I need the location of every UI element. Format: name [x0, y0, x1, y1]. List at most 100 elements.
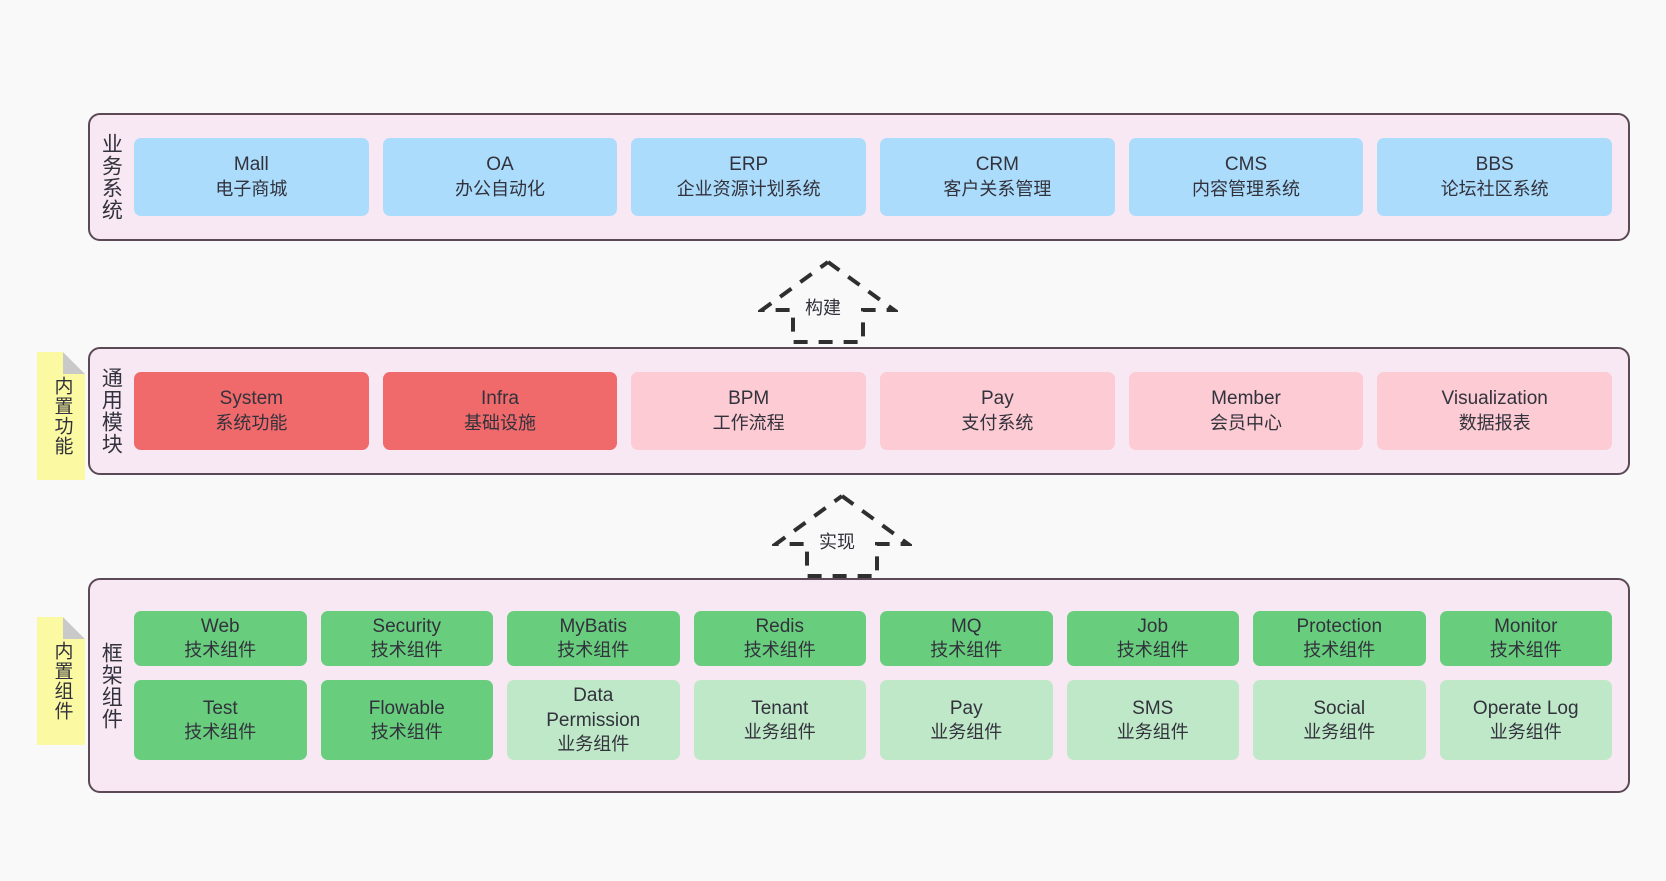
- node-title: BBS: [1475, 154, 1514, 176]
- node-title: Web: [200, 616, 240, 637]
- note-fold-corner-icon: [63, 617, 85, 639]
- node-desc: 技术组件: [370, 640, 443, 661]
- node-title: Tenant: [751, 697, 809, 719]
- node-desc: 技术组件: [370, 721, 443, 742]
- node-title: Job: [1137, 616, 1169, 637]
- node-desc: 工作流程: [712, 412, 785, 433]
- node-sms[interactable]: SMS 业务组件: [1066, 680, 1239, 760]
- node-title: OA: [486, 154, 514, 176]
- node-visualization[interactable]: Visualization 数据报表: [1377, 372, 1613, 450]
- framework-row-business: Test 技术组件 Flowable 技术组件 Data Permission …: [134, 680, 1612, 760]
- node-title: MyBatis: [559, 616, 628, 637]
- node-desc: 技术组件: [184, 640, 257, 661]
- node-desc: 业务组件: [1303, 721, 1376, 742]
- node-title: Pay: [949, 697, 983, 719]
- node-title: Mall: [233, 154, 269, 176]
- layer-title-common: 通用模块: [99, 367, 123, 455]
- note-builtin-component: 内置组件: [37, 617, 85, 745]
- note-fold-corner-icon: [63, 352, 85, 374]
- node-infra[interactable]: Infra 基础设施: [382, 372, 618, 450]
- node-title: Security: [372, 616, 442, 637]
- node-web[interactable]: Web 技术组件: [134, 611, 307, 667]
- connector-build-label: 构建: [805, 298, 841, 318]
- node-bbs[interactable]: BBS 论坛社区系统: [1377, 138, 1613, 216]
- node-crm[interactable]: CRM 客户关系管理: [880, 138, 1115, 216]
- connector-build-arrow: 构建: [758, 258, 898, 344]
- node-desc: 技术组件: [1303, 640, 1376, 661]
- node-title: MQ: [950, 616, 982, 637]
- node-job[interactable]: Job 技术组件: [1066, 611, 1239, 667]
- node-security[interactable]: Security 技术组件: [320, 611, 493, 667]
- node-title: CRM: [975, 154, 1019, 176]
- node-protection[interactable]: Protection 技术组件: [1253, 611, 1426, 667]
- node-desc: 基础设施: [464, 412, 536, 433]
- node-data-permission[interactable]: Data Permission 业务组件: [507, 680, 680, 760]
- node-desc: 系统功能: [215, 412, 288, 433]
- node-desc: 业务组件: [557, 733, 630, 754]
- node-pay[interactable]: Pay 支付系统: [880, 372, 1115, 450]
- node-desc: 业务组件: [930, 721, 1003, 742]
- layer-title-business: 业务系统: [99, 133, 123, 221]
- node-desc: 技术组件: [743, 640, 816, 661]
- node-title: Operate Log: [1472, 697, 1579, 719]
- node-desc: 办公自动化: [455, 178, 545, 199]
- node-title: ERP: [729, 154, 769, 176]
- node-desc: 企业资源计划系统: [676, 178, 821, 199]
- node-test[interactable]: Test 技术组件: [134, 680, 307, 760]
- node-system[interactable]: System 系统功能: [134, 372, 369, 450]
- node-mq[interactable]: MQ 技术组件: [880, 611, 1053, 667]
- layer-title-framework: 框架组件: [99, 641, 123, 730]
- node-title: Member: [1211, 388, 1281, 410]
- layer-framework-component: 框架组件 Web 技术组件 Security 技术组件 MyBatis 技术组件…: [88, 578, 1630, 793]
- node-desc: 会员中心: [1210, 412, 1283, 433]
- framework-row-tech: Web 技术组件 Security 技术组件 MyBatis 技术组件 Redi…: [134, 611, 1612, 667]
- node-desc: 技术组件: [930, 640, 1003, 661]
- node-member[interactable]: Member 会员中心: [1128, 372, 1364, 450]
- note-label: 内置功能: [51, 376, 73, 456]
- layer-body-framework: Web 技术组件 Security 技术组件 MyBatis 技术组件 Redi…: [130, 580, 1628, 791]
- node-desc: 论坛社区系统: [1440, 178, 1549, 199]
- node-title: System: [219, 388, 284, 410]
- node-tenant[interactable]: Tenant 业务组件: [693, 680, 866, 760]
- node-monitor[interactable]: Monitor 技术组件: [1439, 611, 1612, 667]
- node-desc: 内容管理系统: [1192, 178, 1301, 199]
- layer-common-module: 通用模块 System 系统功能 Infra 基础设施 BPM 工作流程 Pay…: [88, 347, 1630, 475]
- node-desc: 业务组件: [1489, 721, 1562, 742]
- node-redis[interactable]: Redis 技术组件: [693, 611, 866, 667]
- node-title: Flowable: [368, 697, 445, 719]
- node-title: Monitor: [1494, 616, 1558, 637]
- node-social[interactable]: Social 业务组件: [1253, 680, 1426, 760]
- node-desc: 技术组件: [1489, 640, 1562, 661]
- node-desc: 支付系统: [961, 412, 1034, 433]
- node-desc: 客户关系管理: [943, 178, 1052, 199]
- note-label: 内置组件: [51, 641, 73, 721]
- node-mall[interactable]: Mall 电子商城: [134, 138, 369, 216]
- node-pay-business[interactable]: Pay 业务组件: [880, 680, 1053, 760]
- node-desc: 技术组件: [184, 721, 257, 742]
- node-title: SMS: [1132, 697, 1174, 719]
- node-oa[interactable]: OA 办公自动化: [382, 138, 618, 216]
- node-desc: 业务组件: [1116, 721, 1189, 742]
- node-desc: 技术组件: [1116, 640, 1189, 661]
- node-title: CMS: [1224, 154, 1268, 176]
- node-title: Data Permission: [546, 685, 641, 731]
- layer-body-common: System 系统功能 Infra 基础设施 BPM 工作流程 Pay 支付系统…: [130, 349, 1628, 473]
- node-flowable[interactable]: Flowable 技术组件: [320, 680, 493, 760]
- node-bpm[interactable]: BPM 工作流程: [631, 372, 867, 450]
- node-desc: 数据报表: [1458, 412, 1531, 433]
- node-title: Test: [202, 697, 238, 719]
- node-erp[interactable]: ERP 企业资源计划系统: [631, 138, 867, 216]
- node-desc: 业务组件: [743, 721, 816, 742]
- connector-implement-arrow: 实现: [772, 492, 912, 578]
- note-builtin-function: 内置功能: [37, 352, 85, 480]
- layer-body-business: Mall 电子商城 OA 办公自动化 ERP 企业资源计划系统 CRM 客户关系…: [130, 115, 1628, 239]
- node-mybatis[interactable]: MyBatis 技术组件: [507, 611, 680, 667]
- node-title: Protection: [1296, 616, 1383, 637]
- node-title: Pay: [980, 388, 1014, 410]
- node-operate-log[interactable]: Operate Log 业务组件: [1439, 680, 1612, 760]
- node-title: Infra: [480, 388, 520, 410]
- layer-business-system: 业务系统 Mall 电子商城 OA 办公自动化 ERP 企业资源计划系统 CRM…: [88, 113, 1630, 241]
- connector-implement-label: 实现: [819, 532, 855, 552]
- node-cms[interactable]: CMS 内容管理系统: [1128, 138, 1364, 216]
